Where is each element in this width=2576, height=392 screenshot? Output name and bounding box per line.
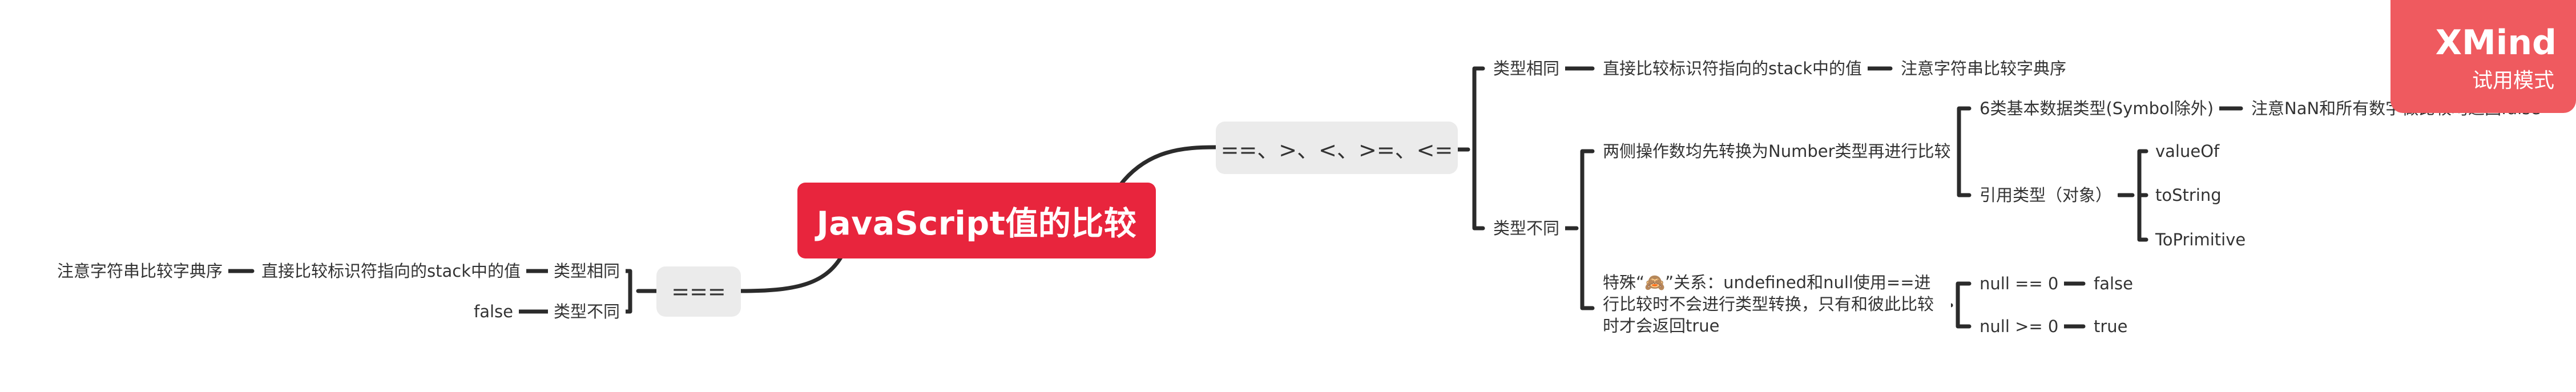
topic-same-type[interactable]: 类型相同	[1487, 56, 1566, 81]
topic-strict-same-type-note[interactable]: 注意字符串比较字典序	[51, 258, 229, 284]
topic-same-type-note[interactable]: 注意字符串比较字典序	[1895, 56, 2073, 81]
topic-case-null-gte-zero-result[interactable]: true	[2088, 314, 2134, 339]
topic-primitive-types[interactable]: 6类基本数据类型(Symbol除外)	[1974, 96, 2220, 121]
central-topic[interactable]: JavaScript值的比较	[797, 183, 1156, 258]
xmind-trial-watermark: XMind 试用模式	[2390, 0, 2576, 113]
topic-strict-diff-type[interactable]: 类型不同	[548, 299, 626, 324]
topic-method-toprimitive[interactable]: ToPrimitive	[2150, 227, 2252, 252]
topic-diff-type[interactable]: 类型不同	[1487, 216, 1566, 241]
topic-convert-to-number[interactable]: 两侧操作数均先转换为Number类型再进行比较	[1597, 139, 1957, 164]
topic-strict-same-type-rule[interactable]: 直接比较标识符指向的stack中的值	[256, 258, 526, 284]
connector-loose-trunk	[1454, 66, 1485, 231]
topic-case-null-eq-zero[interactable]: null == 0	[1974, 271, 2065, 296]
topic-same-type-rule[interactable]: 直接比较标识符指向的stack中的值	[1597, 56, 1868, 81]
connector-reference-trunk	[2117, 149, 2148, 242]
connector-central-to-loose	[1118, 145, 1218, 188]
xmind-logo: XMind	[2435, 23, 2557, 63]
topic-strict-diff-type-result[interactable]: false	[468, 299, 519, 324]
connector-central-to-strict	[739, 253, 844, 293]
topic-method-tostring[interactable]: toString	[2150, 183, 2227, 208]
topic-case-null-eq-zero-result[interactable]: false	[2088, 271, 2139, 296]
main-topic-strict-equality[interactable]: ===	[656, 266, 741, 317]
topic-special-null-undefined[interactable]: 特殊“🙈”关系：undefined和null使用==进行比较时不会进行类型转换，…	[1597, 268, 1951, 340]
topic-reference-types[interactable]: 引用类型（对象）	[1974, 183, 2118, 208]
trial-mode-label: 试用模式	[2472, 69, 2554, 92]
topic-case-null-gte-zero[interactable]: null >= 0	[1974, 314, 2065, 339]
topic-method-valueof[interactable]: valueOf	[2150, 139, 2226, 164]
connector-strict-trunk	[620, 269, 659, 314]
topic-strict-same-type[interactable]: 类型相同	[548, 258, 626, 284]
main-topic-loose-comparison[interactable]: ==、>、<、>=、<=	[1216, 122, 1458, 174]
connector-diff-type-trunk	[1558, 149, 1595, 310]
